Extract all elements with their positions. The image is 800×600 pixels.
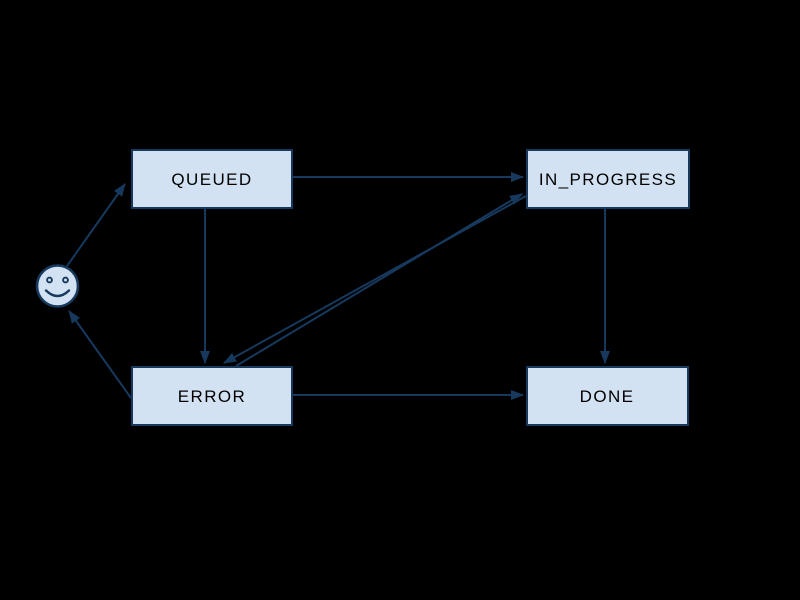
queued-label: QUEUED xyxy=(171,170,252,189)
done-box xyxy=(526,366,689,426)
edge-start-to-queued xyxy=(66,183,126,267)
in-progress-label: IN_PROGRESS xyxy=(539,170,677,189)
edges xyxy=(66,172,610,400)
queued-box xyxy=(131,149,293,209)
error-label: ERROR xyxy=(178,387,246,406)
start-state-smiley-icon xyxy=(35,264,80,308)
edge-in-progress-to-error xyxy=(223,195,527,364)
in-progress-box xyxy=(526,149,690,209)
smiley-face-circle xyxy=(35,264,80,308)
edge-error-to-in-progress xyxy=(235,193,523,367)
smiley-right-eye xyxy=(62,276,69,284)
state-node-done: DONE xyxy=(526,366,689,426)
state-node-queued: QUEUED xyxy=(131,149,293,209)
state-node-in-progress: IN_PROGRESS xyxy=(526,149,690,209)
error-box xyxy=(131,366,293,426)
edge-error-to-start xyxy=(68,310,132,399)
state-node-error: ERROR xyxy=(131,366,293,426)
smiley-mouth xyxy=(44,289,71,298)
done-label: DONE xyxy=(580,387,635,406)
smiley-left-eye xyxy=(46,276,53,284)
